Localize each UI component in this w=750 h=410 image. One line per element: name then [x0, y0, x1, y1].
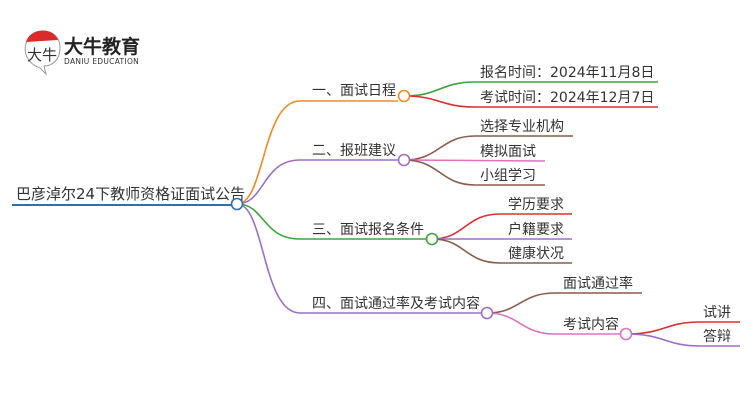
subtopic[interactable]: 模拟面试: [480, 144, 536, 160]
edge-branch-2: [236, 159, 398, 205]
branch-4-topic[interactable]: 四、面试通过率及考试内容: [312, 295, 480, 312]
logo-name-en: DANIU EDUCATION: [64, 57, 139, 66]
subtopic[interactable]: 学历要求: [508, 197, 564, 213]
edge-branch-4: [236, 203, 481, 314]
edge-2-3: [403, 159, 545, 186]
edge-3-3: [431, 238, 572, 264]
logo-mark: 大牛: [27, 46, 57, 64]
edge-branch-3: [236, 203, 426, 240]
subtopic[interactable]: 考试内容: [563, 316, 619, 333]
edge-2-1: [403, 135, 573, 161]
edge-3-1: [431, 213, 572, 240]
branch-3-topic[interactable]: 三、面试报名条件: [312, 221, 424, 238]
branch-1-topic[interactable]: 一、面试日程: [312, 83, 396, 99]
branch-2-collapse-toggle[interactable]: [397, 153, 411, 167]
edge-4-2-1: [625, 321, 740, 335]
logo-name-cn: 大牛教育: [64, 35, 140, 58]
exam-content-collapse-toggle[interactable]: [619, 327, 633, 341]
branch-1-collapse-toggle[interactable]: [397, 89, 411, 103]
root-topic[interactable]: 巴彦淖尔24下教师资格证面试公告: [16, 185, 245, 203]
edge-4-1: [486, 292, 642, 314]
subtopic[interactable]: 答辩: [703, 328, 731, 345]
daniu-logo: 大牛 大牛教育 DANIU EDUCATION: [24, 30, 140, 76]
branch-3-collapse-toggle[interactable]: [425, 232, 439, 246]
edge-1-2: [403, 95, 658, 108]
subtopic[interactable]: 小组学习: [480, 168, 536, 184]
subtopic[interactable]: 报名时间：2024年11月8日: [480, 65, 654, 81]
branch-2-topic[interactable]: 二、报班建议: [312, 143, 396, 159]
edge-4-2-2: [625, 333, 740, 347]
subtopic[interactable]: 户籍要求: [508, 221, 564, 238]
subtopic[interactable]: 选择专业机构: [480, 119, 564, 135]
edge-2-2: [403, 159, 546, 162]
branch-4-collapse-toggle[interactable]: [480, 306, 494, 320]
subtopic[interactable]: 试讲: [703, 305, 731, 321]
edge-branch-1: [236, 100, 398, 205]
subtopic[interactable]: 考试时间：2024年12月7日: [480, 90, 654, 106]
root-collapse-toggle[interactable]: [230, 197, 244, 211]
edge-4-2: [486, 312, 620, 335]
edge-1-1: [403, 81, 658, 97]
subtopic[interactable]: 面试通过率: [563, 275, 633, 292]
subtopic[interactable]: 健康状况: [508, 245, 564, 262]
